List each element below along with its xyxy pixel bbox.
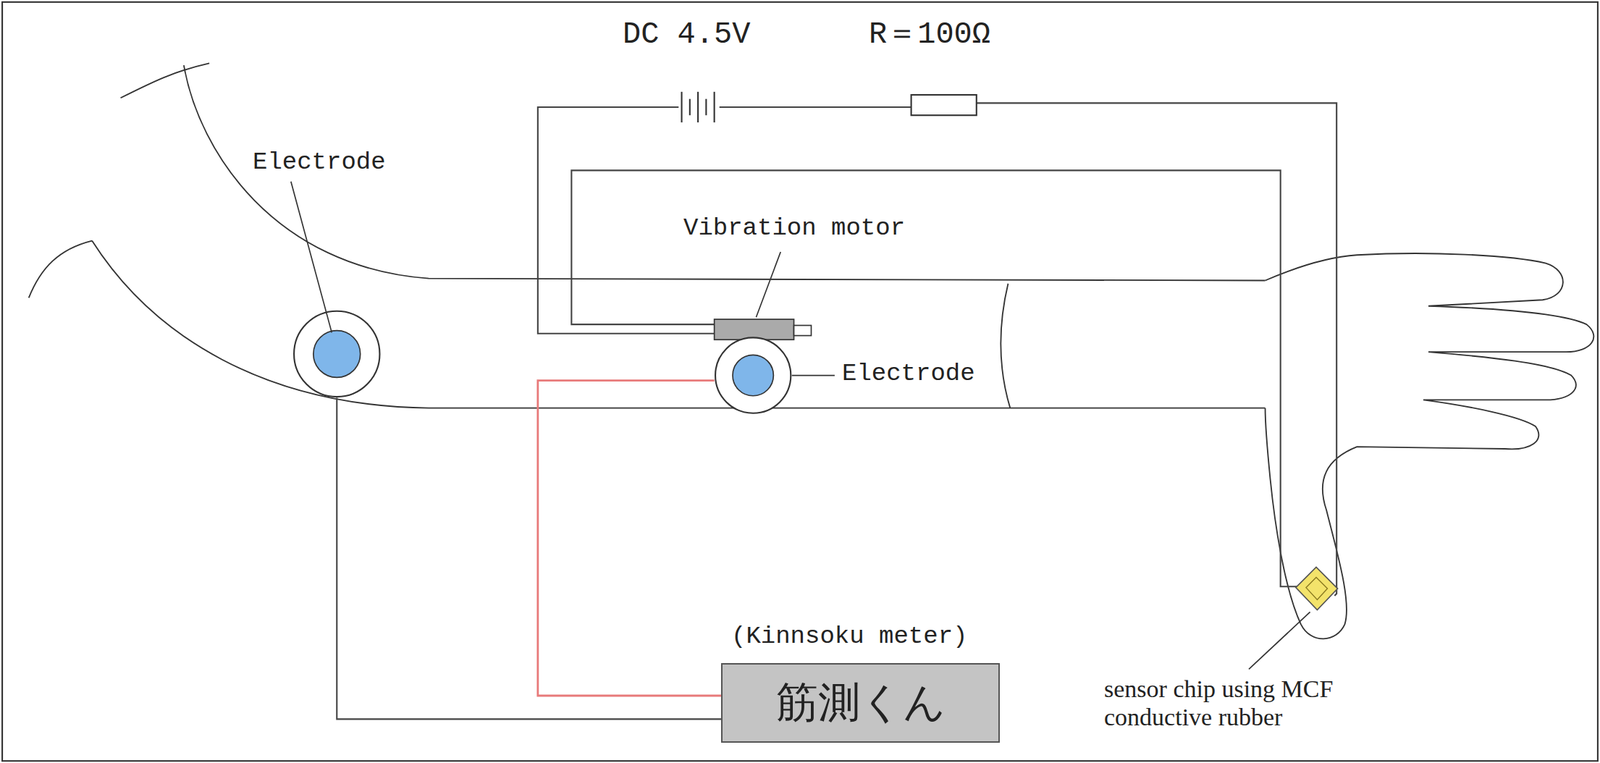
- part-label: sensor chip using MCF conductive rubber: [1104, 674, 1394, 732]
- device-name: 筋測くん: [776, 674, 946, 732]
- resistor-symbol: [911, 94, 977, 116]
- device-heading: (Kinnsoku meter): [731, 622, 968, 651]
- arm-outline: [28, 62, 1595, 639]
- part-label: Electrode: [252, 148, 386, 177]
- device-box: 筋測くん: [721, 663, 1000, 743]
- part-label: Vibration motor: [683, 214, 905, 243]
- red-wire: [537, 380, 722, 696]
- resistance-label: R＝100Ω: [868, 17, 991, 53]
- wires: [336, 102, 1337, 719]
- sensor-chip: [1295, 566, 1338, 610]
- battery-symbol: [681, 91, 715, 123]
- leader-lines: [291, 181, 1311, 670]
- electrode: [293, 311, 791, 414]
- part-label: Electrode: [841, 359, 976, 389]
- meter-device: (Kinnsoku meter)筋測くん: [721, 663, 1000, 743]
- vibration-motor: [714, 319, 812, 340]
- voltage-label: DC 4.5V: [622, 17, 751, 53]
